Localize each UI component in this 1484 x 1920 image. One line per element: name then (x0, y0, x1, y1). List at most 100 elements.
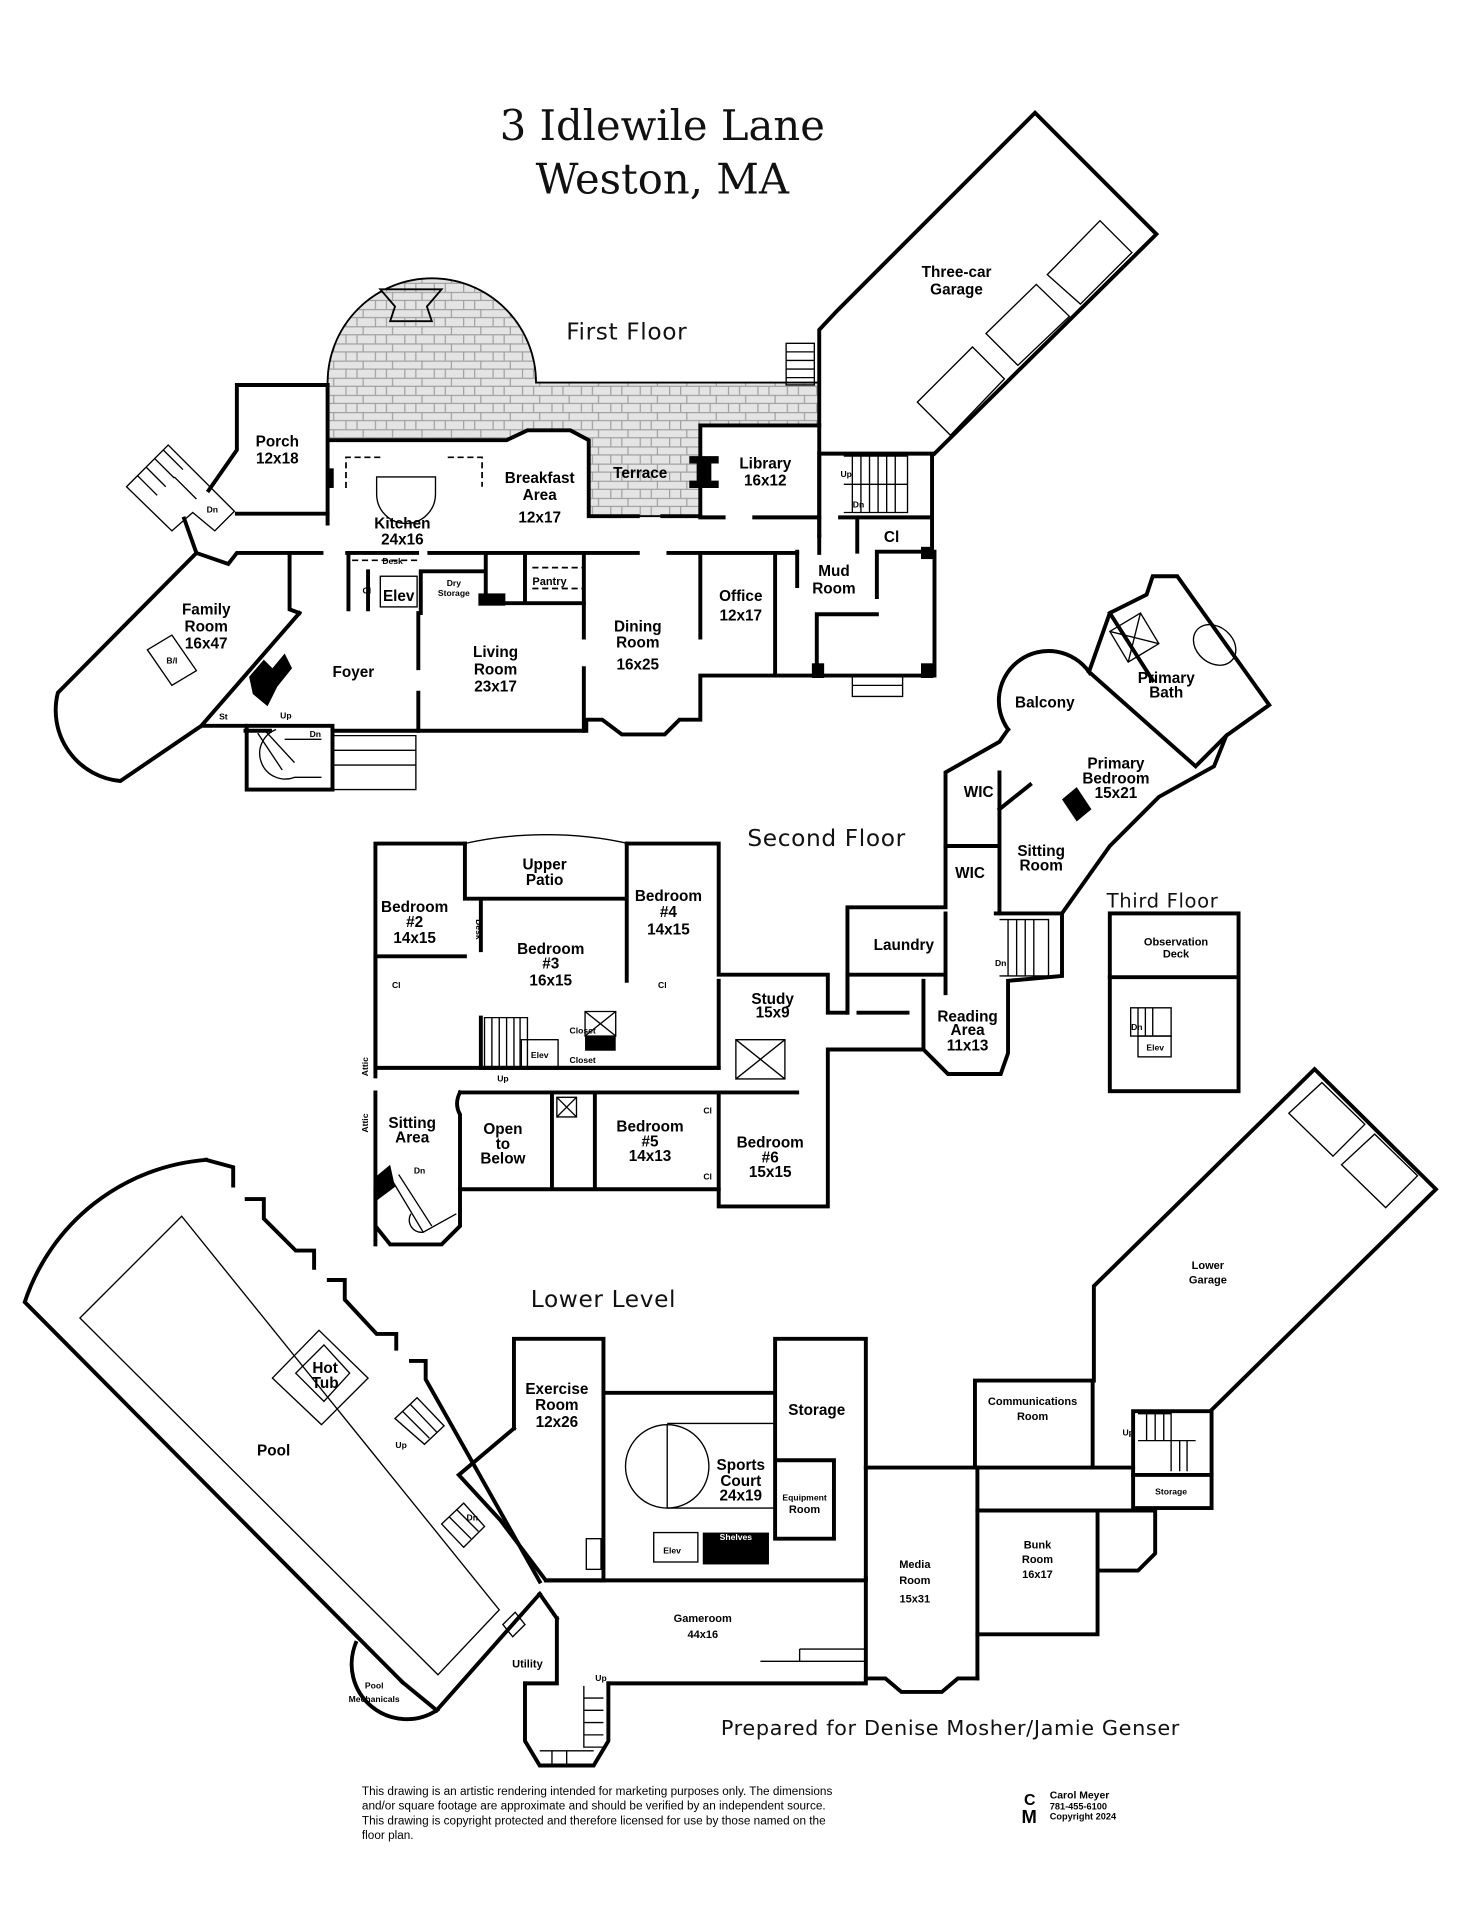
room-balcony: Balcony (1015, 694, 1075, 711)
lower-garage-bays (1287, 1081, 1419, 1209)
mud-room-walls (773, 451, 937, 678)
svg-text:Bedroom: Bedroom (517, 941, 584, 958)
svg-text:Office: Office (719, 588, 762, 605)
svg-text:Library: Library (739, 455, 791, 472)
svg-text:23x17: 23x17 (474, 678, 517, 695)
gameroom-walls (523, 1578, 980, 1694)
media-room-walls (863, 1465, 980, 1681)
svg-text:24x16: 24x16 (381, 531, 424, 548)
svg-text:Bunk: Bunk (1024, 1540, 1052, 1552)
svg-text:Primary: Primary (1087, 756, 1145, 773)
svg-text:#2: #2 (406, 914, 423, 931)
svg-text:44x16: 44x16 (687, 1629, 718, 1641)
svg-text:#5: #5 (642, 1133, 660, 1150)
pool-room-walls (22, 1157, 543, 1714)
prepared-for: Prepared for Denise Mosher/Jamie Genser (721, 1716, 1180, 1740)
svg-text:Porch: Porch (256, 433, 299, 450)
mud-room-steps (851, 674, 904, 698)
library-fireplace-icon (689, 456, 719, 488)
svg-text:15x9: 15x9 (756, 1005, 790, 1022)
svg-text:Pool: Pool (365, 1680, 384, 1690)
svg-text:Sports: Sports (717, 1457, 766, 1474)
primary-fireplace-icon (1062, 787, 1092, 822)
label-elevator: Elev (383, 588, 415, 605)
sitting-area-stair-tower (373, 1187, 462, 1247)
label-closet-b: Closet (570, 1055, 596, 1065)
exercise-room-walls (455, 1336, 606, 1583)
svg-text:Gameroom: Gameroom (674, 1613, 732, 1625)
garage-walls (817, 110, 1160, 538)
stair-foyer (244, 723, 335, 792)
svg-text:Reading: Reading (937, 1008, 997, 1025)
svg-text:Room: Room (185, 618, 228, 635)
svg-text:floor plan.: floor plan. (362, 1829, 414, 1842)
svg-text:12x18: 12x18 (256, 450, 299, 467)
svg-text:12x17: 12x17 (518, 509, 561, 526)
svg-text:Below: Below (480, 1151, 525, 1168)
label-closet-a: Closet (570, 1026, 596, 1036)
room-office: Office 12x17 (719, 588, 762, 625)
room-gameroom: Gameroom 44x16 (674, 1613, 732, 1641)
svg-text:Open: Open (483, 1121, 522, 1138)
svg-text:Living: Living (473, 644, 518, 661)
label-elevator-second: Elev (531, 1050, 549, 1060)
stair-dn-label-2: Dn (310, 729, 321, 739)
svg-text:Patio: Patio (526, 872, 563, 889)
svg-text:Communications: Communications (988, 1396, 1077, 1408)
communications-room-walls (972, 1378, 1136, 1470)
room-foyer: Foyer (332, 664, 374, 681)
svg-text:15x15: 15x15 (749, 1164, 792, 1181)
room-pool: Pool (257, 1442, 290, 1459)
label-cl-second-4: Cl (703, 1171, 712, 1181)
lower-level-label: Lower Level (531, 1286, 676, 1313)
room-laundry: Laundry (874, 937, 935, 954)
label-cl-second: Cl (392, 980, 401, 990)
label-desk-second: Desk (474, 919, 484, 940)
lower-stair-dark (702, 1532, 769, 1565)
label-cl-second-3: Cl (703, 1105, 712, 1115)
room-storage-2: Storage (1155, 1487, 1187, 1497)
svg-text:#6: #6 (762, 1149, 779, 1166)
svg-text:12x17: 12x17 (719, 607, 762, 624)
svg-text:Exercise: Exercise (525, 1381, 588, 1398)
room-storage: Storage (788, 1402, 845, 1419)
label-dry-storage-2: Storage (438, 588, 470, 598)
svg-text:16x17: 16x17 (1022, 1569, 1053, 1581)
stair-pool (394, 1396, 446, 1446)
stair-family-room (125, 444, 236, 532)
svg-text:Room: Room (789, 1504, 820, 1516)
svg-text:Room: Room (812, 580, 855, 597)
first-floor-label: First Floor (566, 319, 687, 346)
svg-text:Mechanicals: Mechanicals (349, 1694, 400, 1704)
garage-steps-icon (785, 342, 816, 386)
family-room-walls (53, 550, 303, 784)
label-attic-2: Attic (360, 1113, 370, 1132)
stair-dn-label-third: Dn (1131, 1022, 1142, 1032)
svg-text:Equipment: Equipment (782, 1493, 826, 1503)
svg-text:Deck: Deck (1163, 949, 1190, 961)
svg-text:Bedroom: Bedroom (1082, 770, 1149, 787)
first-floor: First Floor (53, 110, 1160, 792)
label-dry-storage-1: Dry (447, 578, 462, 588)
pool-basin (78, 1215, 501, 1676)
svg-text:16x12: 16x12 (744, 473, 787, 490)
kitchen-island (375, 476, 437, 525)
svg-text:Primary: Primary (1138, 670, 1196, 687)
svg-text:and/or square footage are appr: and/or square footage are approximate an… (362, 1800, 826, 1813)
